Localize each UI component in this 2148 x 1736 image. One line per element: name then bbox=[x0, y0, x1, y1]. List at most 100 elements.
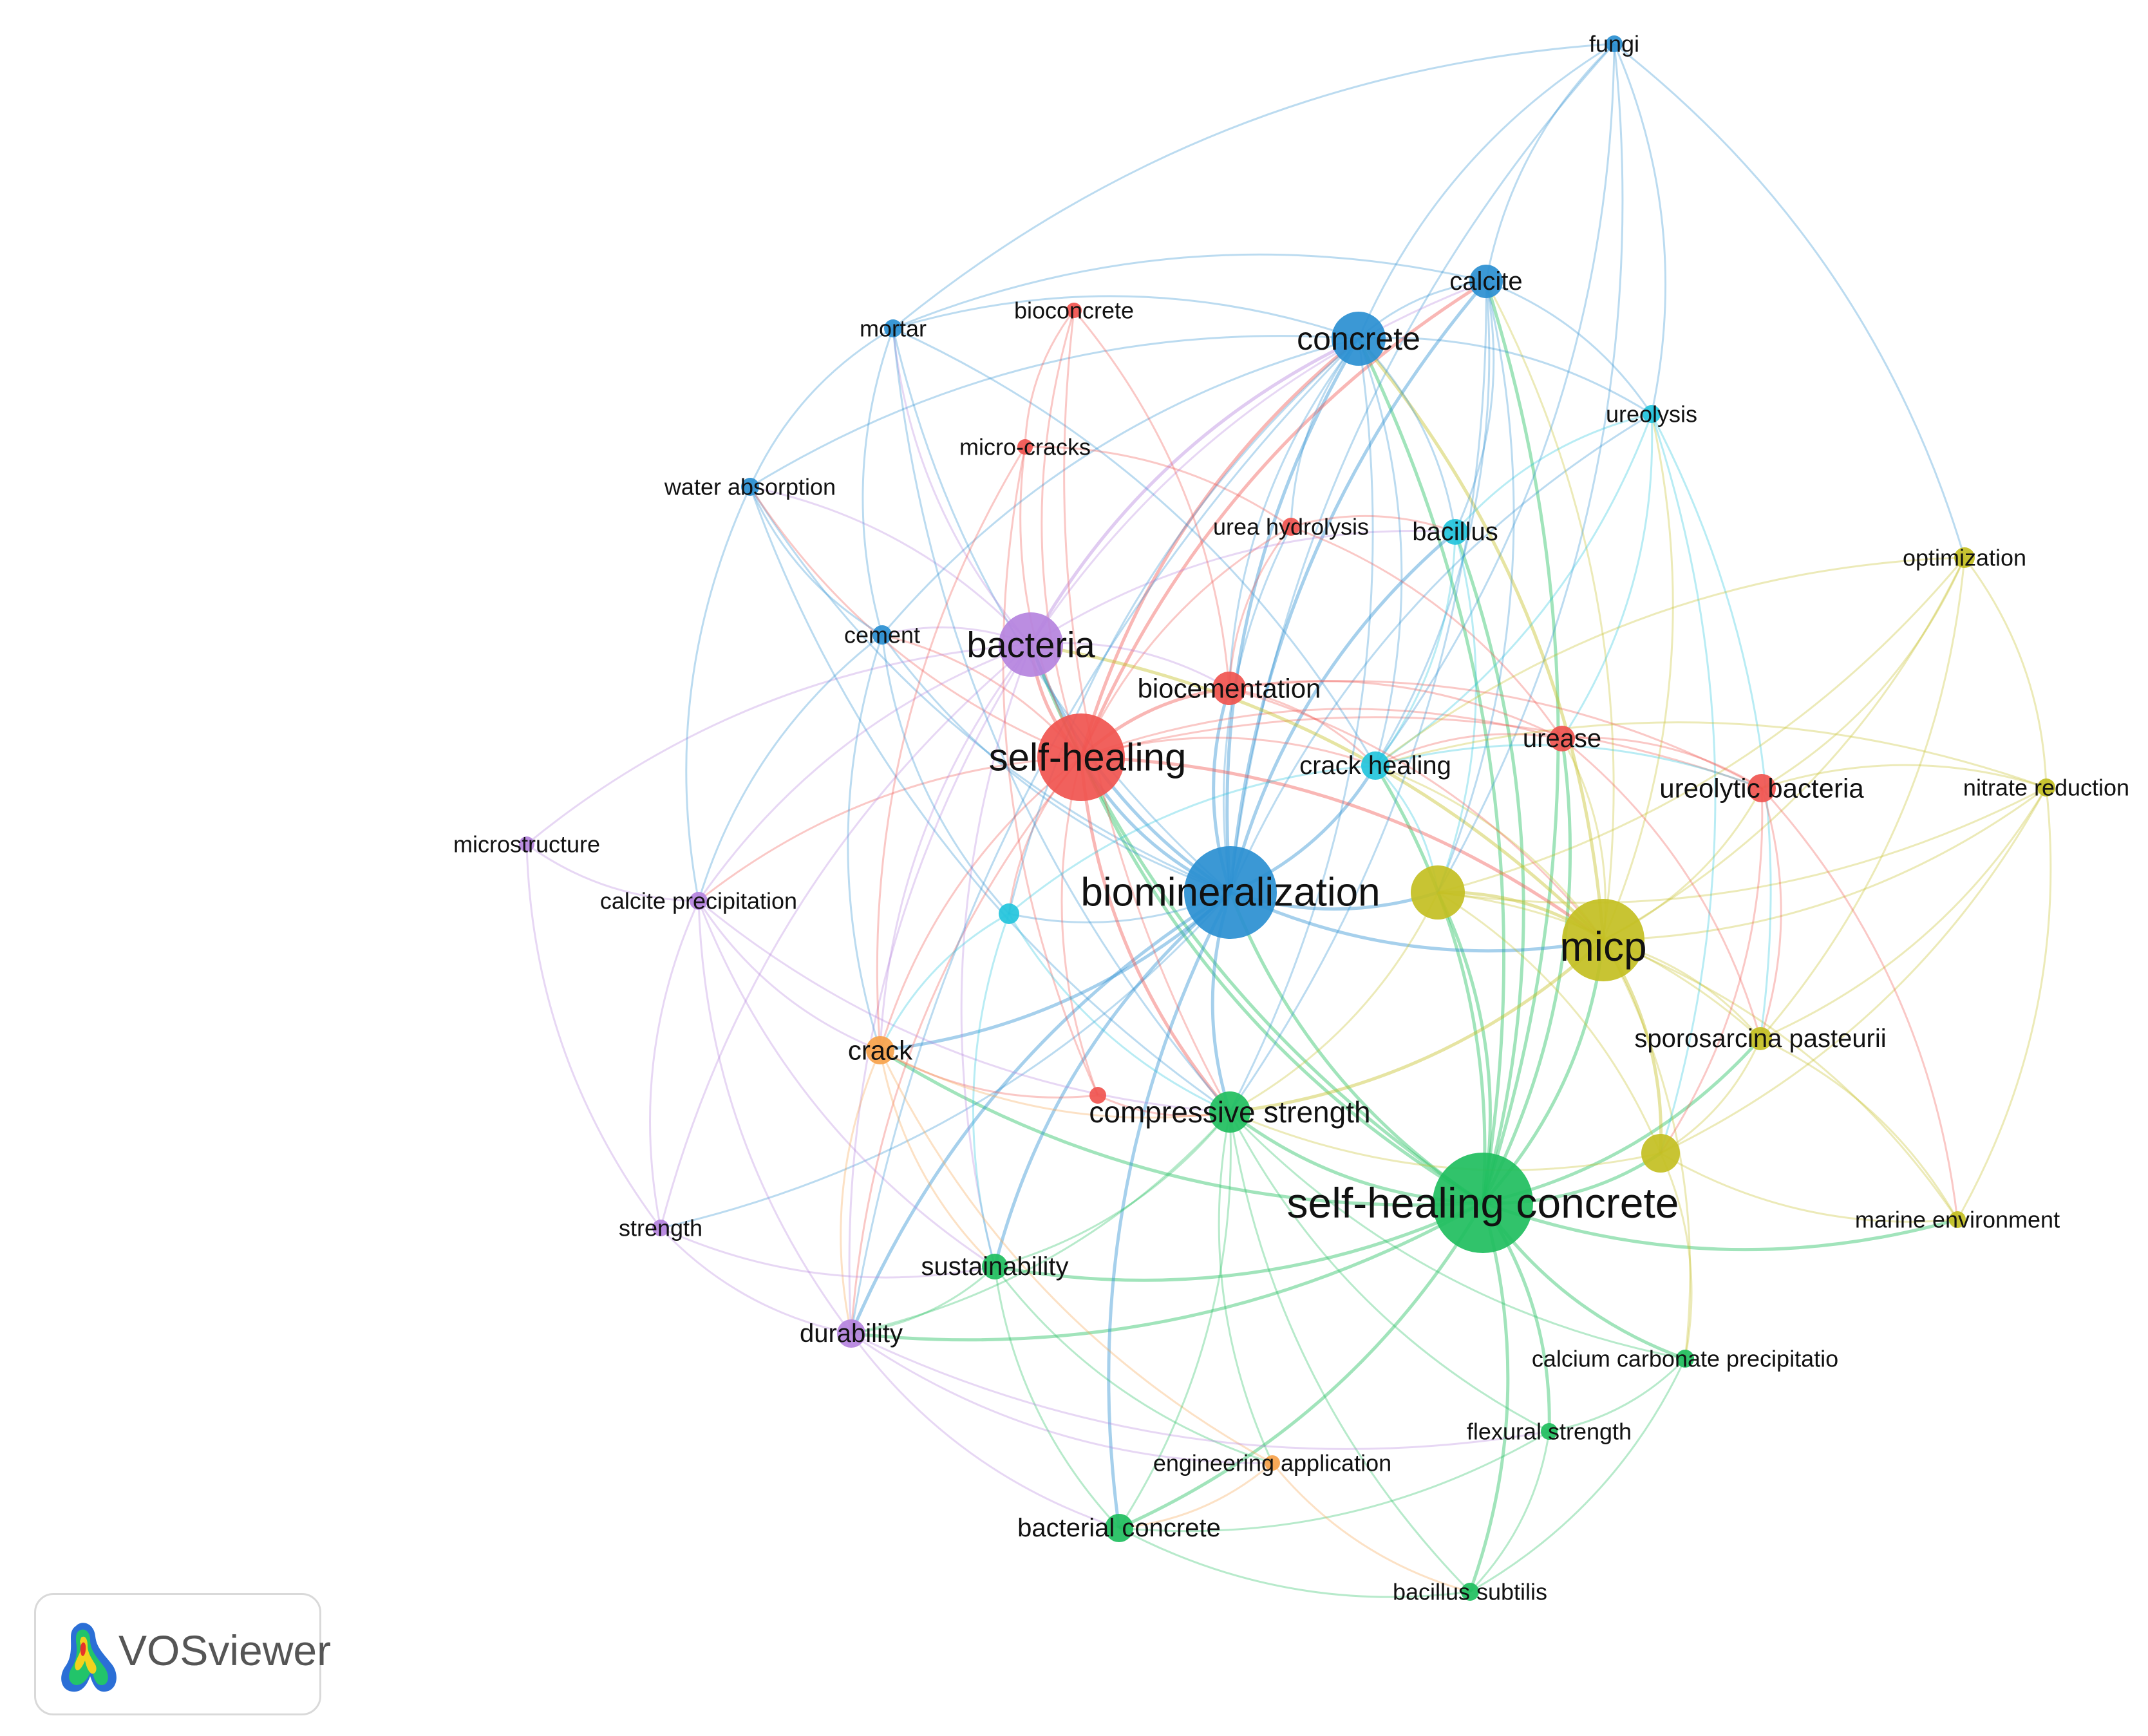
node-label-microstructure[interactable]: microstructure bbox=[453, 831, 600, 858]
node-water-absorption[interactable] bbox=[741, 478, 759, 496]
node-bacillus[interactable] bbox=[1442, 519, 1468, 545]
node-label-compressive-strength[interactable]: compressive strength bbox=[1089, 1095, 1370, 1129]
link-sustainability-engineering-application bbox=[994, 1266, 1273, 1464]
node-label-calcite-precipitation[interactable]: calcite precipitation bbox=[600, 888, 797, 914]
node-label-self-healing[interactable]: self-healing bbox=[989, 736, 1187, 779]
link-unlabeled-yellow-2-calcium-carbonate-precipitatio bbox=[1659, 1153, 1693, 1359]
vosviewer-logo: VOSviewer bbox=[34, 1593, 331, 1715]
node-mortar[interactable] bbox=[884, 319, 902, 337]
node-label-ureolysis[interactable]: ureolysis bbox=[1606, 401, 1697, 428]
node-flexural-strength[interactable] bbox=[1541, 1423, 1558, 1440]
node-label-calcite[interactable]: calcite bbox=[1449, 267, 1522, 296]
node-cement[interactable] bbox=[872, 625, 892, 645]
node-engineering-application[interactable] bbox=[1265, 1455, 1280, 1471]
node-label-calcium-carbonate-precipitatio[interactable]: calcium carbonate precipitatio bbox=[1532, 1346, 1838, 1372]
node-label-sustainability[interactable]: sustainability bbox=[921, 1252, 1068, 1281]
link-bacteria-concrete bbox=[1029, 337, 1360, 646]
node-self-healing-concrete[interactable] bbox=[1433, 1153, 1533, 1253]
link-ureolytic-bacteria-unlabeled-yellow-2 bbox=[1659, 788, 1764, 1154]
node-bacillus-subtilis[interactable] bbox=[1461, 1583, 1479, 1601]
node-calcite[interactable] bbox=[1469, 265, 1503, 298]
link-urease-crack-healing bbox=[1375, 733, 1563, 767]
node-optimization[interactable] bbox=[1954, 547, 1975, 568]
link-self-healing-concrete-bacillus-subtilis bbox=[1468, 1202, 1510, 1592]
node-calcite-precipitation[interactable] bbox=[690, 892, 708, 910]
node-label-fungi[interactable]: fungi bbox=[1589, 31, 1639, 57]
node-label-optimization[interactable]: optimization bbox=[1903, 545, 2026, 571]
link-compressive-strength-engineering-application bbox=[1218, 1111, 1274, 1464]
link-micp-nitrate-reduction bbox=[1603, 786, 2047, 941]
node-sporosarcina-pasteurii[interactable] bbox=[1749, 1027, 1772, 1050]
node-crack-healing[interactable] bbox=[1361, 751, 1390, 780]
node-label-bacillus[interactable]: bacillus bbox=[1412, 518, 1498, 546]
node-label-biocementation[interactable]: biocementation bbox=[1138, 674, 1321, 704]
link-concrete-bacillus bbox=[1357, 337, 1456, 533]
node-label-sporosarcina-pasteurii[interactable]: sporosarcina pasteurii bbox=[1634, 1024, 1886, 1053]
node-label-crack-healing[interactable]: crack healing bbox=[1299, 751, 1451, 780]
link-concrete-biocementation bbox=[1228, 338, 1360, 689]
node-label-micro-cracks[interactable]: micro-cracks bbox=[959, 434, 1091, 460]
node-bioconcrete[interactable] bbox=[1066, 303, 1082, 318]
link-bioconcrete-micro-cracks bbox=[1024, 310, 1075, 448]
node-unlabeled-cyan[interactable] bbox=[999, 903, 1019, 924]
node-micro-cracks[interactable] bbox=[1017, 439, 1033, 455]
node-compressive-strength[interactable] bbox=[1209, 1091, 1250, 1133]
node-marine-environment[interactable] bbox=[1949, 1211, 1966, 1228]
node-self-healing[interactable] bbox=[1037, 713, 1125, 801]
node-crack[interactable] bbox=[866, 1036, 894, 1064]
node-label-bioconcrete[interactable]: bioconcrete bbox=[1014, 297, 1134, 324]
node-label-engineering-application[interactable]: engineering application bbox=[1153, 1450, 1391, 1477]
link-ureolytic-bacteria-marine-environment bbox=[1760, 787, 1959, 1220]
node-durability[interactable] bbox=[837, 1319, 865, 1348]
node-label-flexural-strength[interactable]: flexural strength bbox=[1467, 1419, 1632, 1445]
link-self-healing-concrete-bacillus bbox=[1453, 531, 1525, 1203]
node-biomineralization[interactable] bbox=[1184, 846, 1277, 939]
link-optimization-ureolytic-bacteria bbox=[1761, 557, 1966, 789]
link-mortar-water-absorption bbox=[749, 327, 894, 487]
node-label-strength[interactable]: strength bbox=[619, 1215, 702, 1241]
node-micp[interactable] bbox=[1562, 899, 1644, 981]
node-label-bacterial-concrete[interactable]: bacterial concrete bbox=[1017, 1514, 1221, 1542]
node-label-cement[interactable]: cement bbox=[844, 622, 920, 648]
node-calcium-carbonate-precipitatio[interactable] bbox=[1676, 1350, 1694, 1368]
node-label-biomineralization[interactable]: biomineralization bbox=[1080, 871, 1380, 915]
link-bacteria-calcite-precipitation bbox=[697, 643, 1032, 901]
node-unlabeled-yellow-2[interactable] bbox=[1641, 1134, 1680, 1173]
node-urea-hydrolysis[interactable] bbox=[1282, 518, 1300, 536]
node-ureolysis[interactable] bbox=[1643, 405, 1661, 423]
link-durability-bacterial-concrete bbox=[850, 1333, 1120, 1529]
node-label-crack[interactable]: crack bbox=[848, 1035, 913, 1066]
node-bacteria[interactable] bbox=[999, 612, 1063, 677]
link-optimization-crack-healing bbox=[1375, 556, 1965, 767]
node-bacterial-concrete[interactable] bbox=[1105, 1514, 1133, 1542]
node-unlabeled-red[interactable] bbox=[1089, 1087, 1106, 1104]
node-concrete[interactable] bbox=[1332, 312, 1386, 366]
node-microstructure[interactable] bbox=[519, 836, 534, 852]
node-label-ureolytic-bacteria[interactable]: ureolytic bacteria bbox=[1659, 773, 1864, 804]
node-label-micp[interactable]: micp bbox=[1559, 923, 1646, 970]
node-nitrate-reduction[interactable] bbox=[2037, 778, 2055, 797]
node-biocementation[interactable] bbox=[1212, 672, 1246, 705]
node-sustainability[interactable] bbox=[982, 1254, 1008, 1279]
node-label-urease[interactable]: urease bbox=[1523, 724, 1601, 753]
link-durability-flexural-strength bbox=[851, 1332, 1550, 1450]
node-label-concrete[interactable]: concrete bbox=[1297, 321, 1420, 357]
node-label-durability[interactable]: durability bbox=[800, 1319, 903, 1348]
node-label-self-healing-concrete[interactable]: self-healing concrete bbox=[1286, 1179, 1679, 1227]
node-label-nitrate-reduction[interactable]: nitrate reduction bbox=[1963, 775, 2129, 801]
node-fungi[interactable] bbox=[1606, 35, 1623, 52]
node-label-bacteria[interactable]: bacteria bbox=[966, 625, 1095, 665]
node-label-marine-environment[interactable]: marine environment bbox=[1855, 1207, 2060, 1233]
link-cement-crack bbox=[847, 634, 883, 1051]
node-urease[interactable] bbox=[1549, 726, 1575, 751]
node-label-urea-hydrolysis[interactable]: urea hydrolysis bbox=[1213, 514, 1369, 540]
node-ureolytic-bacteria[interactable] bbox=[1748, 774, 1776, 802]
node-label-bacillus-subtilis[interactable]: bacillus subtilis bbox=[1393, 1579, 1547, 1605]
node-label-water-absorption[interactable]: water absorption bbox=[664, 474, 836, 500]
node-strength[interactable] bbox=[652, 1220, 669, 1236]
link-nitrate-reduction-crack-healing bbox=[1375, 721, 2047, 789]
node-unlabeled-yellow-1[interactable] bbox=[1411, 865, 1465, 920]
link-unlabeled-yellow-2-sporosarcina-pasteurii bbox=[1660, 1038, 1762, 1155]
node-label-mortar[interactable]: mortar bbox=[860, 316, 927, 342]
